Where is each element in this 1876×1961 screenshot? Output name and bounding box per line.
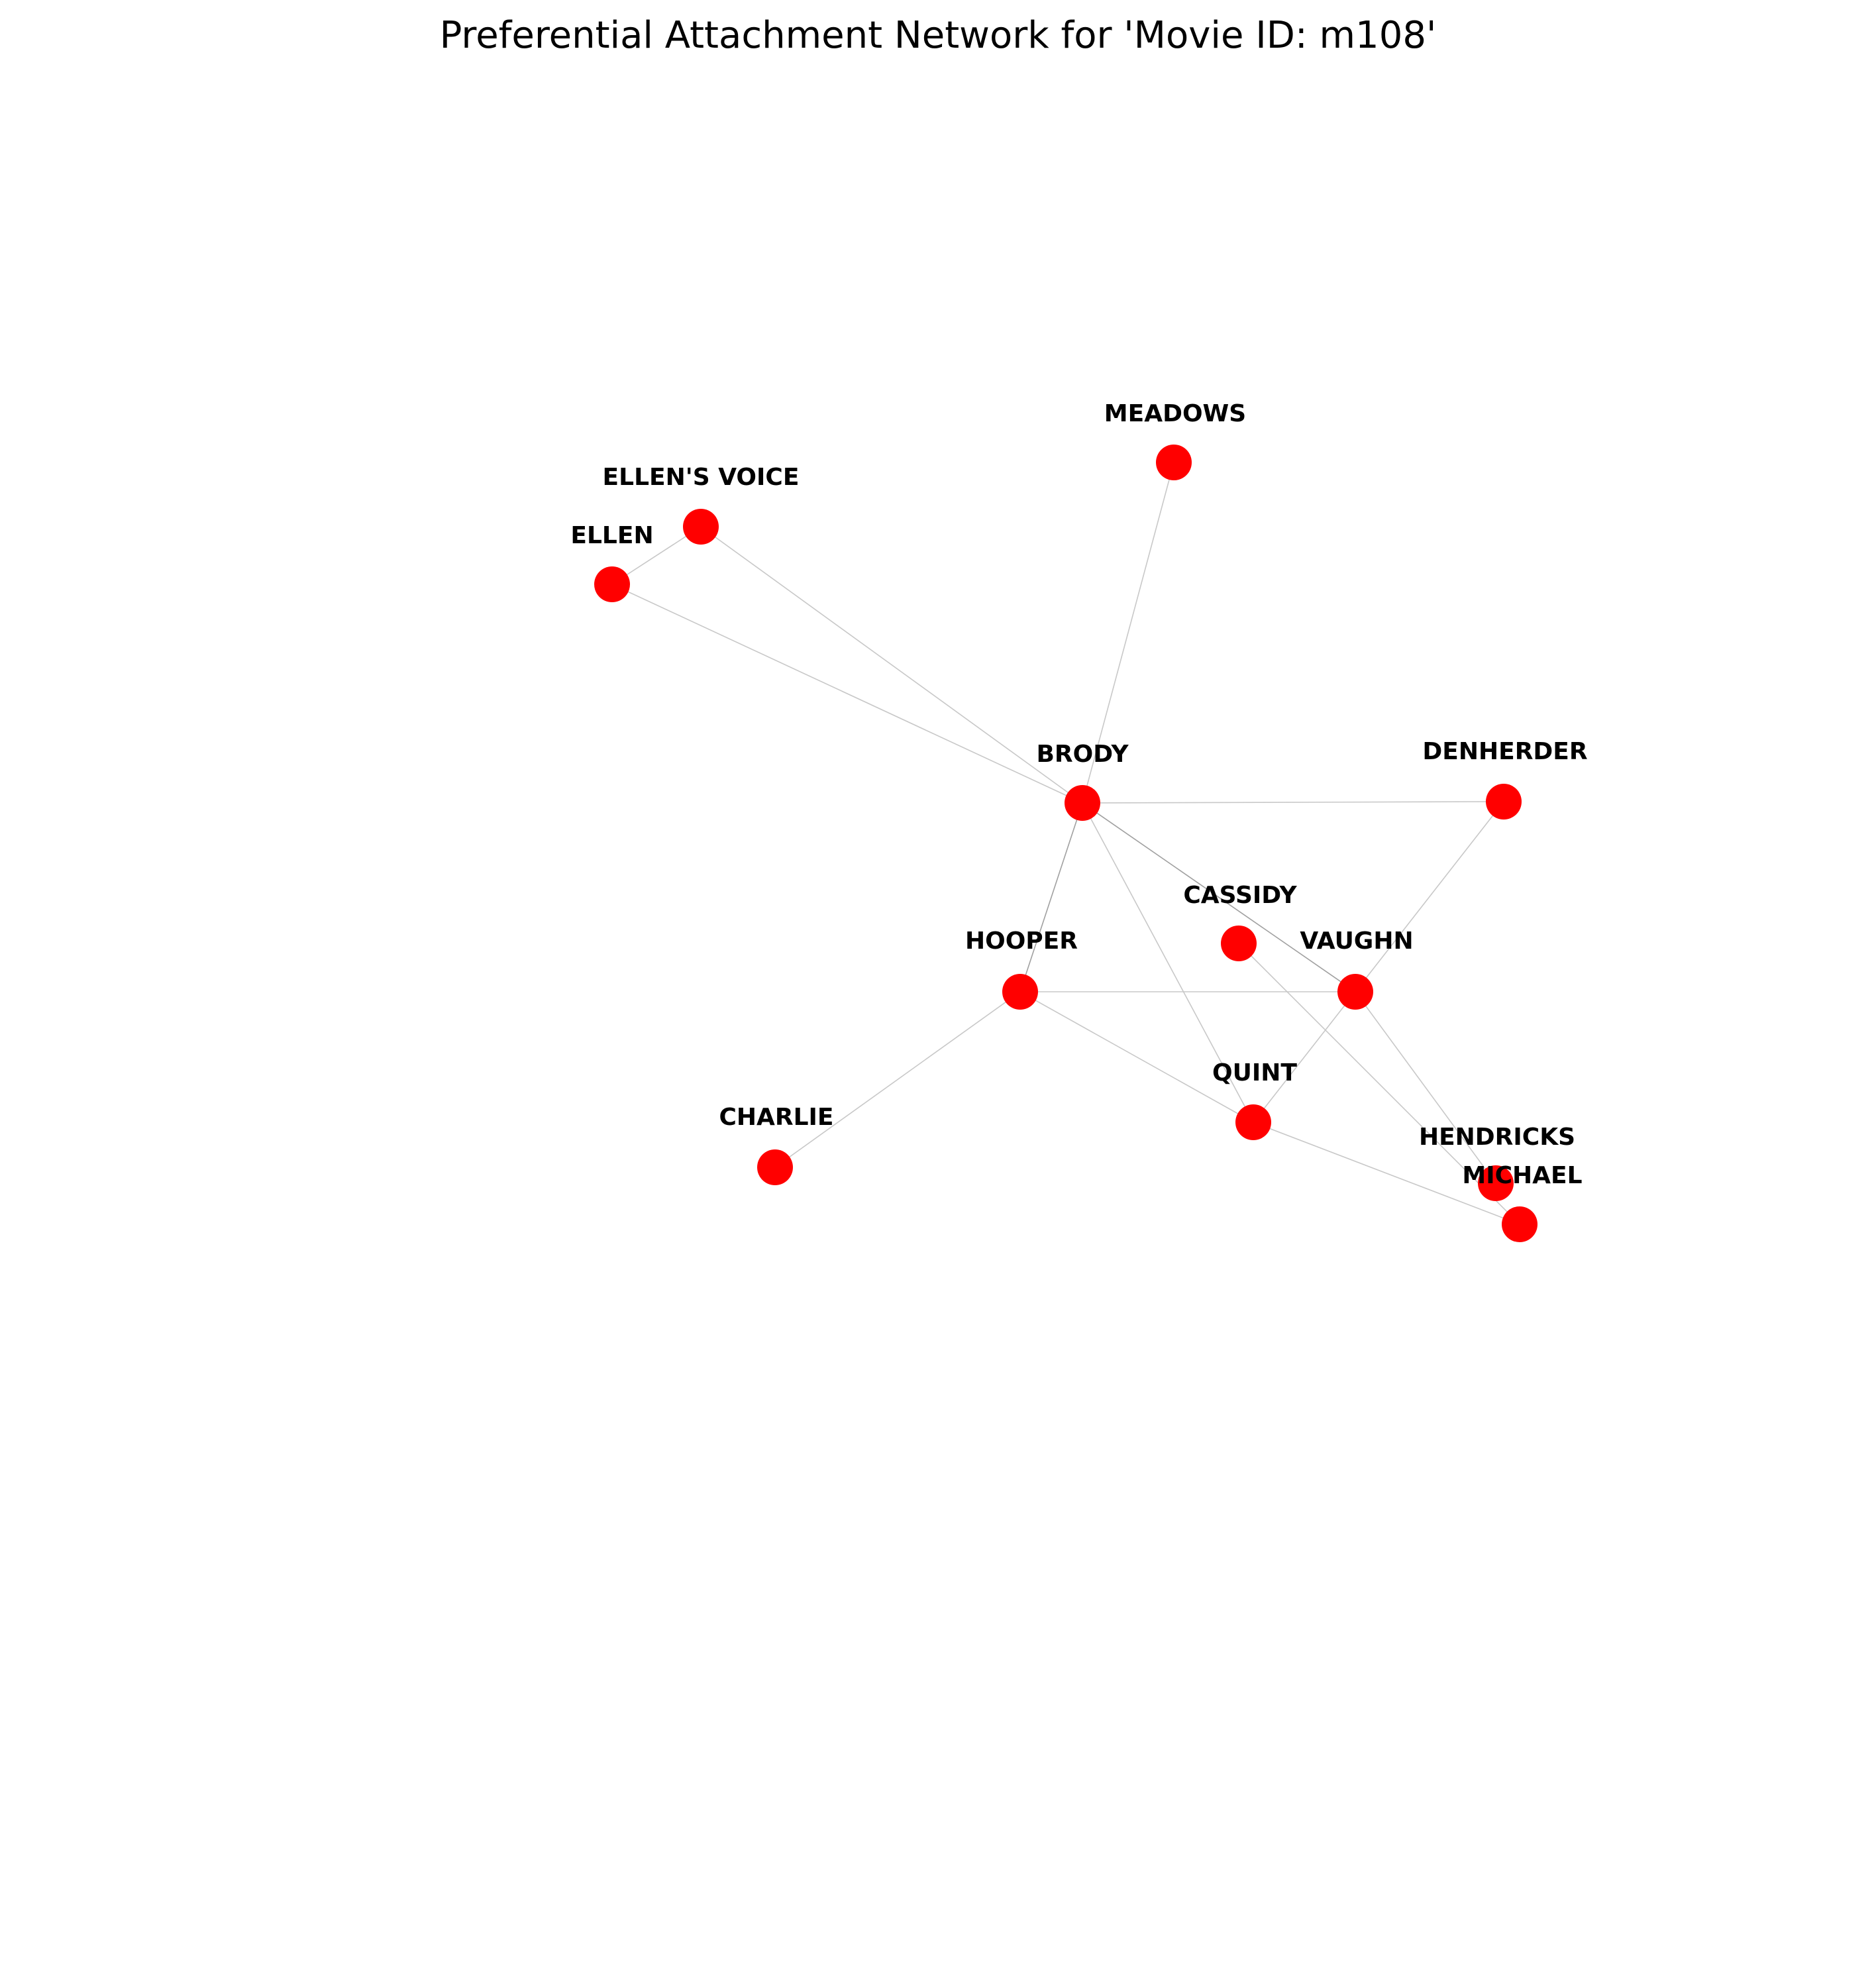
node-label-denherder: DENHERDER bbox=[1422, 738, 1587, 765]
node-denherder bbox=[1486, 784, 1522, 820]
node-label-michael: MICHAEL bbox=[1462, 1162, 1582, 1189]
edge-vaughn-quint bbox=[1253, 991, 1356, 1123]
node-label-ellen: ELLEN bbox=[570, 522, 653, 549]
edge-brody-denherder bbox=[1082, 801, 1504, 804]
edge-brody-vaughn bbox=[1082, 802, 1356, 992]
edge-ellen-brody bbox=[611, 584, 1083, 804]
node-label-charlie: CHARLIE bbox=[719, 1104, 833, 1131]
node-hooper bbox=[1002, 974, 1038, 1010]
edge-denherder-vaughn bbox=[1355, 801, 1504, 992]
node-label-quint: QUINT bbox=[1212, 1059, 1297, 1086]
node-label-brody: BRODY bbox=[1036, 741, 1129, 768]
edges-layer bbox=[611, 462, 1520, 1225]
nodes-layer bbox=[594, 445, 1537, 1242]
node-label-cassidy: CASSIDY bbox=[1183, 882, 1297, 909]
node-label-vaughn: VAUGHN bbox=[1300, 928, 1413, 955]
node-label-meadows: MEADOWS bbox=[1104, 400, 1246, 427]
edge-hooper-charlie bbox=[774, 991, 1021, 1168]
node-ellens-voice bbox=[683, 509, 719, 545]
edge-quint-michael bbox=[1253, 1122, 1520, 1225]
labels-layer: BRODY MEADOWS ELLEN'S VOICE ELLEN DENHERDER C… bbox=[570, 400, 1587, 1189]
edge-vaughn-hendricks bbox=[1355, 991, 1496, 1184]
node-hendricks bbox=[1478, 1165, 1514, 1201]
edge-brody-quint bbox=[1082, 802, 1254, 1123]
edge-meadows-brody bbox=[1082, 462, 1174, 804]
graph-title: Preferential Attachment Network for 'Mov… bbox=[440, 14, 1437, 57]
node-cassidy bbox=[1221, 926, 1257, 961]
node-meadows bbox=[1156, 445, 1192, 480]
node-michael bbox=[1502, 1206, 1537, 1242]
edge-hooper-quint bbox=[1019, 991, 1254, 1123]
node-ellen bbox=[594, 566, 630, 602]
node-quint bbox=[1235, 1104, 1271, 1140]
node-charlie bbox=[757, 1149, 793, 1185]
node-label-hendricks: HENDRICKS bbox=[1419, 1124, 1575, 1151]
edge-ellens-voice-brody bbox=[700, 526, 1083, 804]
edge-brody-hooper bbox=[1019, 802, 1083, 992]
node-label-hooper: HOOPER bbox=[965, 928, 1078, 955]
node-brody bbox=[1065, 785, 1100, 821]
edge-cassidy-michael bbox=[1238, 943, 1520, 1225]
node-vaughn bbox=[1337, 974, 1373, 1010]
node-label-ellens-voice: ELLEN'S VOICE bbox=[603, 464, 800, 491]
